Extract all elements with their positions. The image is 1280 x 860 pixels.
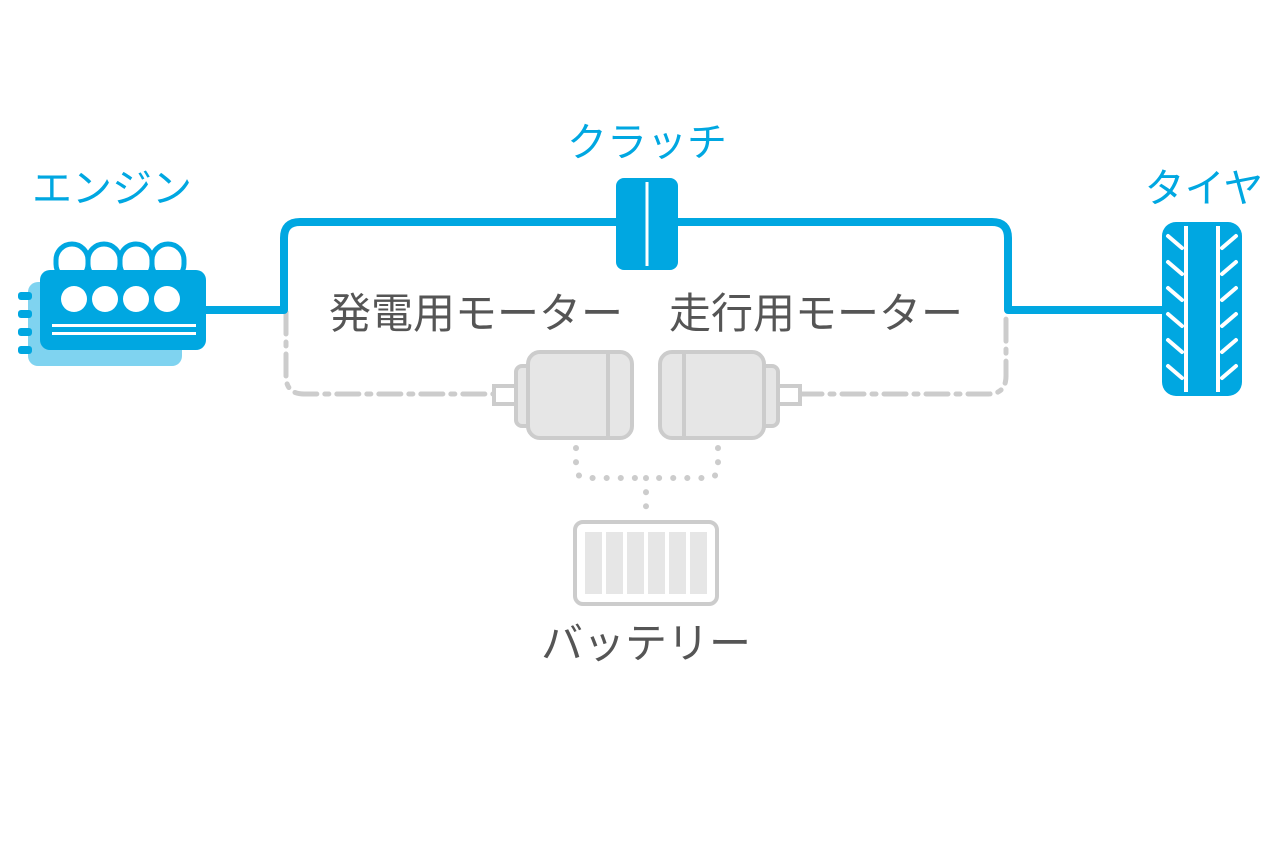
drive-motor-icon	[658, 350, 802, 440]
drive-battery-wire	[643, 445, 721, 481]
generator-motor-label: 発電用モーター	[329, 289, 623, 338]
generator-shaft-line	[283, 309, 499, 397]
tire-label: タイヤ	[1145, 166, 1264, 212]
engine-output-shaft	[200, 218, 618, 314]
battery-label: バッテリー	[541, 619, 751, 668]
engine-label: エンジン	[32, 166, 192, 212]
generator-battery-wire	[573, 445, 649, 481]
clutch-label: クラッチ	[567, 120, 727, 166]
active-paths	[200, 218, 1162, 314]
engine-icon	[18, 241, 206, 366]
clutch-icon	[616, 178, 678, 270]
drive-shaft-line	[797, 309, 1009, 397]
generator-motor-icon	[492, 350, 634, 440]
inactive-paths	[283, 309, 1009, 515]
battery-icon	[573, 520, 719, 606]
tire-input-shaft	[676, 218, 1162, 314]
tire-icon	[1162, 222, 1242, 396]
drive-motor-label: 走行用モーター	[669, 289, 963, 338]
